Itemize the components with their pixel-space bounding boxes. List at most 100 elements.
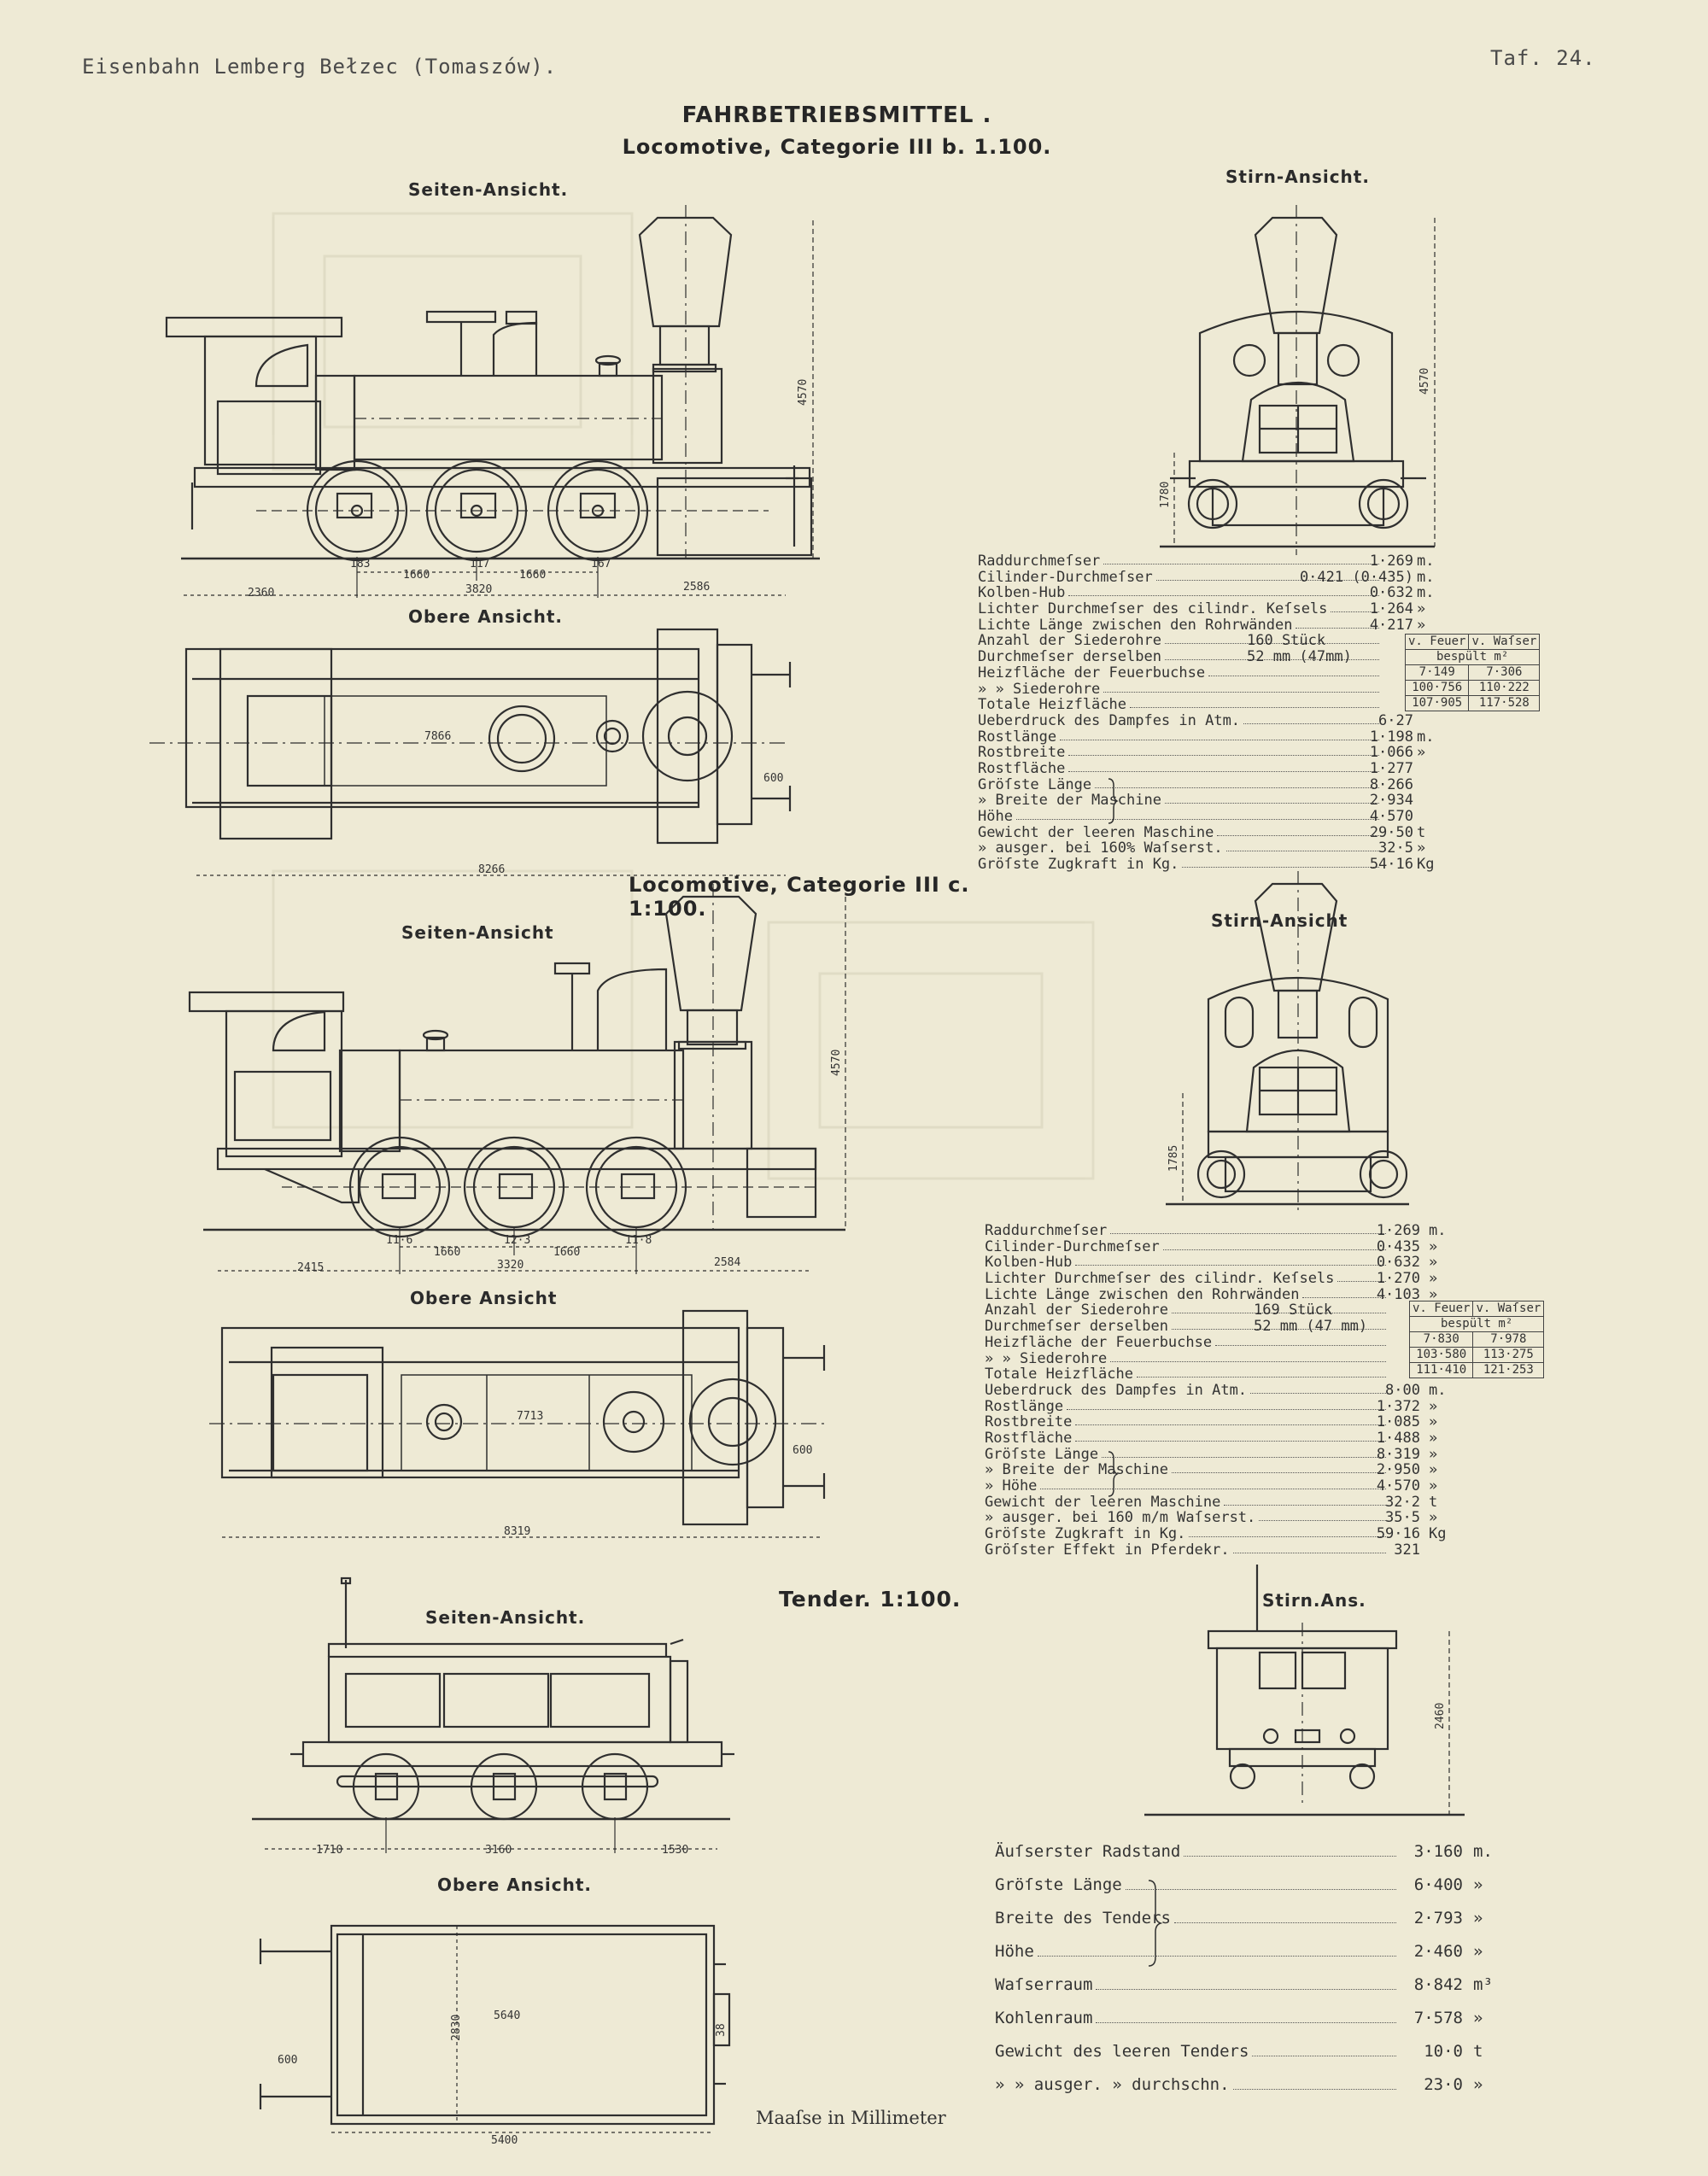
tender-dim-width: 2830 <box>450 2015 463 2041</box>
spec-name: Gewicht der leeren Maschine <box>978 823 1214 841</box>
spec-row: Heizfläche der Feuerbuchse <box>985 1335 1514 1351</box>
loco-b-dim-boiler: 7713 <box>517 1410 543 1423</box>
spec-value: 4·217 <box>1369 616 1413 634</box>
loco-b-dim-wheelbase: 3320 <box>497 1259 524 1272</box>
spec-leader <box>1155 579 1379 581</box>
spec-value: 2·793 <box>1413 1909 1463 1927</box>
spec-name: Höhe <box>995 1942 1034 1961</box>
loco-b-dim-t3: 11·8 <box>625 1234 652 1247</box>
spec-row: » » Siederohre <box>978 681 1507 698</box>
tender-dim-length: 5640 <box>494 2009 520 2022</box>
spec-row: Totale Heizfläche <box>978 697 1507 713</box>
spec-name: Gröſste Länge <box>978 775 1092 793</box>
spec-row: Heizfläche der Feuerbuchse <box>978 665 1507 681</box>
spec-leader <box>1096 2022 1396 2023</box>
spec-value: 2·934 <box>1369 792 1413 810</box>
spec-leader <box>1171 1329 1386 1331</box>
loco-a-dim-wb2: 1660 <box>519 569 546 582</box>
spec-name: Gewicht der leeren Maschine <box>985 1493 1221 1511</box>
spec-value: 6·400 <box>1413 1875 1463 1894</box>
loco-a-side-view <box>165 205 820 598</box>
tender-dim-overall: 5400 <box>491 2134 518 2147</box>
heat-cell: 111·410 <box>1408 1362 1474 1378</box>
spec-name: Cilinder-Durchmeſser <box>985 1237 1160 1255</box>
heat-cell: 103·580 <box>1408 1347 1474 1363</box>
spec-leader <box>1296 627 1379 629</box>
spec-name: » Breite der Maschine <box>985 1461 1168 1479</box>
spec-mid-value: 160 Stück <box>1247 632 1326 650</box>
spec-leader <box>1075 1440 1386 1442</box>
loco-a-dim-t3: 167 <box>591 558 611 570</box>
spec-unit: » <box>1473 1909 1483 1927</box>
loco-b-dim-buffer: 600 <box>793 1444 812 1457</box>
loco-a-front-view <box>1160 205 1436 555</box>
loco-b-dim-rear: 2415 <box>297 1261 324 1274</box>
spec-unit: » <box>1473 2075 1483 2094</box>
spec-row: Gröſster Effekt in Pferdekr.321 <box>985 1542 1514 1559</box>
spec-name: Waſserraum <box>995 1975 1093 1994</box>
loco-a-dim-overall: 8266 <box>478 863 505 876</box>
spec-name: » » ausger. » durchschn. <box>995 2075 1230 2094</box>
spec-value: 4·103 <box>1376 1285 1420 1303</box>
loco-b-dim-wb1: 1660 <box>434 1246 460 1259</box>
spec-name: Lichter Durchmeſser des cilindr. Keſsels <box>985 1270 1335 1288</box>
spec-row: » Breite der Maschine 2·934 <box>978 793 1507 809</box>
spec-unit: t <box>1417 823 1426 841</box>
spec-unit: m. <box>1417 584 1435 602</box>
spec-name: Höhe <box>978 808 1013 825</box>
heat-cell: 113·275 <box>1472 1347 1545 1363</box>
loco-b-dim-t1: 11·6 <box>386 1234 412 1247</box>
spec-leader <box>1102 1456 1386 1458</box>
spec-leader <box>1215 1344 1386 1346</box>
tender-dim-front-height: 2460 <box>1434 1703 1447 1729</box>
loco-b-dim-height: 4570 <box>830 1050 843 1076</box>
spec-value: 29·50 <box>1369 823 1413 841</box>
tender-side-label: Seiten-Ansicht. <box>425 1607 586 1628</box>
spec-unit: » <box>1417 616 1426 634</box>
spec-leader <box>1137 1377 1386 1378</box>
spec-value: 0·632 <box>1369 584 1413 602</box>
spec-value: 10·0 <box>1424 2042 1463 2061</box>
spec-leader <box>1224 1504 1386 1506</box>
loco-a-dim-boiler: 7866 <box>424 730 451 743</box>
tender-front-view <box>1144 1565 1465 1816</box>
loco-a-dim-front-axle: 1780 <box>1159 482 1172 508</box>
spec-name: Durchmeſser derselben <box>985 1318 1168 1336</box>
loco-b-dim-t2: 12·3 <box>504 1234 530 1247</box>
spec-name: Lichte Länge zwischen den Rohrwänden <box>985 1285 1300 1303</box>
loco-a-top-label: Obere Ansicht. <box>408 606 564 627</box>
spec-value: 8·319 <box>1376 1445 1420 1463</box>
loco-b-dim-overall: 8319 <box>504 1525 530 1538</box>
spec-unit: m. <box>1417 568 1435 586</box>
spec-name: Rostfläche <box>985 1429 1073 1447</box>
spec-unit: » <box>1429 1445 1438 1463</box>
spec-unit: Kg <box>1417 856 1435 874</box>
loco-b-side-view <box>188 884 846 1274</box>
tender-title: Tender. 1:100. <box>779 1587 962 1612</box>
spec-unit: m. <box>1417 728 1435 746</box>
spec-leader <box>1232 2089 1396 2090</box>
spec-unit: » <box>1429 1509 1438 1527</box>
spec-name: » » Siederohre <box>985 1349 1108 1367</box>
spec-name: Durchmeſser derselben <box>978 648 1161 666</box>
tender-top-view <box>259 1924 731 2133</box>
spec-value: 1·270 <box>1376 1270 1420 1288</box>
loco-a-front-label: Stirn-Ansicht. <box>1225 167 1370 187</box>
spec-value: 3·160 <box>1413 1842 1463 1861</box>
spec-leader <box>1068 595 1379 597</box>
spec-name: » Breite der Maschine <box>978 792 1161 810</box>
spec-value: 8·842 <box>1413 1975 1463 1994</box>
spec-leader <box>1096 1989 1396 1990</box>
spec-unit: Kg <box>1429 1525 1447 1543</box>
spec-unit: » <box>1429 1285 1438 1303</box>
spec-value: 1·264 <box>1369 600 1413 618</box>
tender-front-label: Stirn.Ans. <box>1262 1590 1366 1611</box>
